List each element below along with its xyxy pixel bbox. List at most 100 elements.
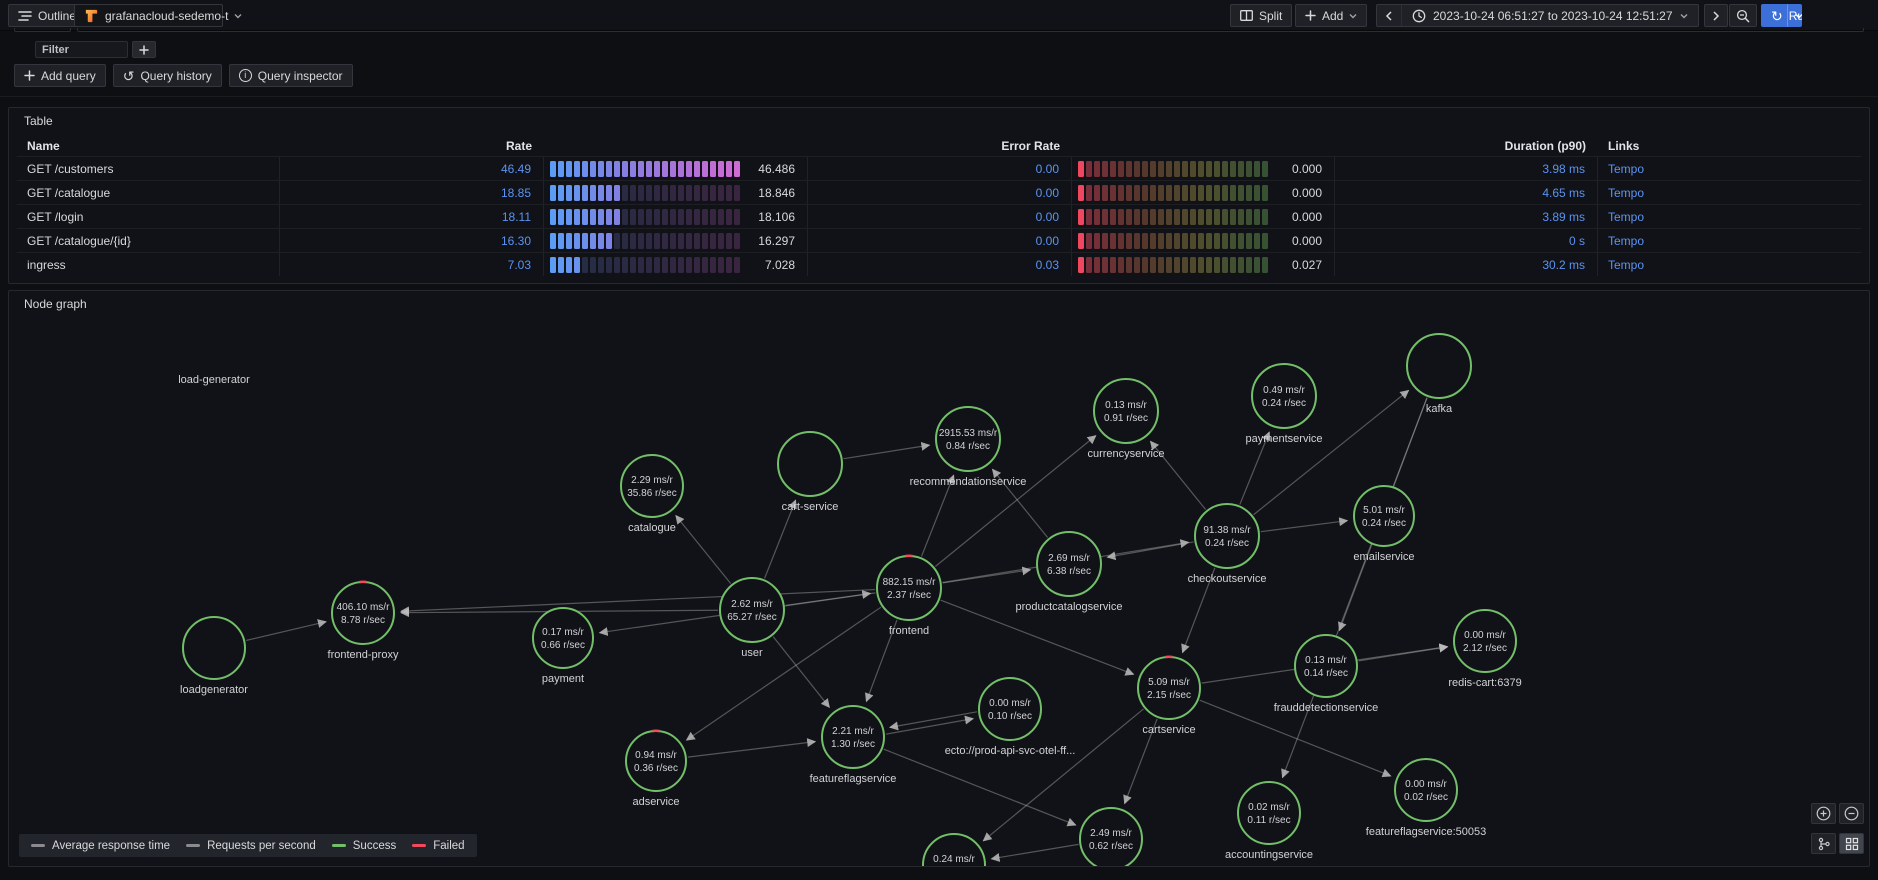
graph-node-loadgenerator[interactable]: loadgenerator [180,616,248,696]
run-query-dropdown[interactable] [1787,4,1802,27]
error-rate-value[interactable]: 0.03 [808,253,1072,276]
duration-value[interactable]: 30.2 ms [1335,253,1598,276]
legend-dash [412,844,427,847]
node-label: frontend-proxy [328,649,399,661]
graph-node-featureflagservice:50053[interactable]: 0.00 ms/r0.02 r/secfeatureflagservice:50… [1366,758,1486,838]
node-label: user [741,647,763,659]
time-range-text: 2023-10-24 06:51:27 to 2023-10-24 12:51:… [1433,8,1673,23]
graph-layout-tree-button[interactable] [1811,833,1836,854]
rate-value[interactable]: 46.49 [280,157,544,180]
time-zoom-out-button[interactable] [1729,4,1757,27]
outline-button[interactable]: Outline [8,4,87,27]
graph-layout-grid-button[interactable] [1839,833,1864,854]
graph-node-kafka[interactable]: kafka [1406,333,1472,415]
tempo-link[interactable]: Tempo [1608,233,1645,248]
node-label: checkoutservice [1188,573,1267,585]
node-stat-ms: 2.49 ms/r [1090,828,1132,839]
graph-zoom-out-button[interactable] [1839,803,1864,824]
rate-value[interactable]: 7.03 [280,253,544,276]
graph-node-ecto://prod-api-svc-otel-ff...[interactable]: 0.00 ms/r0.10 r/sececto://prod-api-svc-o… [945,677,1076,757]
graph-node-recommendationservice[interactable]: 2915.53 ms/r0.84 r/secrecommendationserv… [910,406,1027,488]
col-header-rate[interactable]: Rate [505,138,532,153]
history-icon: ↺ [122,67,135,84]
graph-node-node-249[interactable]: 2.49 ms/r0.62 r/sec [1079,807,1143,866]
duration-value[interactable]: 4.65 ms [1335,181,1598,204]
add-button[interactable]: Add [1295,4,1368,27]
tempo-link[interactable]: Tempo [1608,257,1645,272]
tempo-link[interactable]: Tempo [1608,161,1645,176]
datasource-picker[interactable]: grafanacloud-sedemo-t [74,4,242,27]
chevron-down-icon [234,13,242,18]
chevron-down-icon [1795,13,1802,18]
add-label: Add [1322,8,1344,23]
duration-value[interactable]: 0 s [1335,229,1598,252]
time-forward-button[interactable] [1704,4,1728,27]
query-history-button[interactable]: ↺ Query history [112,64,222,87]
col-header-name[interactable]: Name [27,138,60,153]
rate-value[interactable]: 18.85 [280,181,544,204]
graph-node-node-024[interactable]: 0.24 ms/r [922,833,986,866]
time-range-picker[interactable]: 2023-10-24 06:51:27 to 2023-10-24 12:51:… [1402,5,1698,26]
error-rate-value[interactable]: 0.00 [808,205,1072,228]
node-stat-rate: 2.37 r/sec [887,590,931,601]
error-rate-value[interactable]: 0.00 [808,181,1072,204]
lcd-gauge [544,184,751,201]
error-gauge-cell: 0.000 [1072,157,1335,180]
run-query-button[interactable]: ↻ Run query [1761,4,1802,27]
tempo-link[interactable]: Tempo [1608,185,1645,200]
graph-edge [1260,517,1349,533]
duration-value[interactable]: 3.98 ms [1335,157,1598,180]
duration-value[interactable]: 3.89 ms [1335,205,1598,228]
rate-value[interactable]: 16.30 [280,229,544,252]
tempo-link[interactable]: Tempo [1608,209,1645,224]
error-rate-value[interactable]: 0.00 [808,157,1072,180]
filter-add-button[interactable] [132,41,156,58]
node-stat-ms: 2.62 ms/r [731,599,773,610]
node-stat-rate: 0.24 r/sec [1262,398,1306,409]
col-header-error-rate[interactable]: Error Rate [1001,138,1060,153]
plus-icon [1305,10,1316,21]
graph-edge [934,435,1097,567]
magnifier-minus-icon [1736,9,1750,22]
time-back-button[interactable] [1377,5,1402,26]
col-header-links[interactable]: Links [1608,138,1640,153]
graph-edge [1199,699,1392,778]
graph-node-cart-service[interactable]: cart-service [777,431,843,513]
node-stat-ms: 0.00 ms/r [989,698,1031,709]
add-query-button[interactable]: Add query [14,64,106,87]
node-stat-rate: 1.30 r/sec [831,739,875,750]
row-name: GET /catalogue [17,181,280,204]
filter-input[interactable] [35,41,128,58]
datasource-name: grafanacloud-sedemo-t [105,8,229,23]
graph-zoom-in-button[interactable] [1811,803,1836,824]
rate-value[interactable]: 18.11 [280,205,544,228]
node-stat-rate: 35.86 r/sec [627,488,676,499]
tempo-logo-icon [85,9,98,23]
query-inspector-button[interactable]: i Query inspector [228,64,353,87]
graph-edge [785,590,872,606]
query-history-label: Query history [140,68,212,83]
graph-edge [991,468,1049,538]
col-header-duration[interactable]: Duration (p90) [1504,138,1586,153]
graph-edge [982,708,1144,842]
split-button[interactable]: Split [1230,4,1293,27]
error-rate-value[interactable]: 0.00 [808,229,1072,252]
